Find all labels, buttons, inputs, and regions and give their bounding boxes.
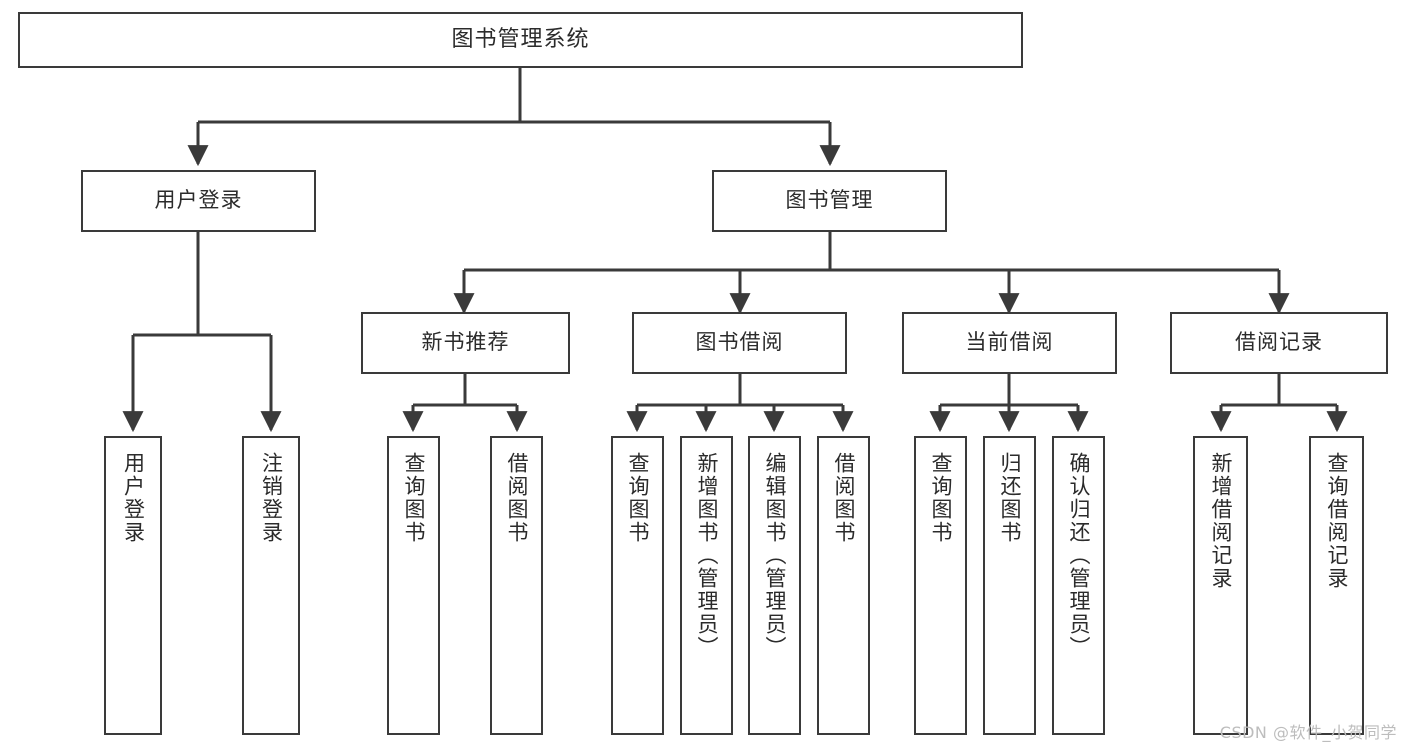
node-leaf-edit-book-admin[interactable]: 编辑图书（管理员） [748,436,801,735]
node-leaf-confirm-return-admin[interactable]: 确认归还（管理员） [1052,436,1105,735]
node-leaf-query-book-2-label: 查询图书 [626,452,650,544]
node-leaf-query-borrow-record-label: 查询借阅记录 [1325,452,1349,590]
node-new-book-recommend[interactable]: 新书推荐 [361,312,570,374]
node-leaf-borrow-book-1-label: 借阅图书 [505,452,529,544]
node-leaf-borrow-book-2[interactable]: 借阅图书 [817,436,870,735]
node-leaf-add-borrow-record[interactable]: 新增借阅记录 [1193,436,1248,735]
node-new-book-recommend-label: 新书推荐 [421,330,510,355]
node-leaf-query-borrow-record[interactable]: 查询借阅记录 [1309,436,1364,735]
node-book-borrow-label: 图书借阅 [695,330,784,355]
node-current-borrow-label: 当前借阅 [965,330,1054,355]
node-leaf-borrow-book-1[interactable]: 借阅图书 [490,436,543,735]
node-leaf-add-borrow-record-label: 新增借阅记录 [1209,452,1233,590]
node-leaf-logout-login[interactable]: 注销登录 [242,436,300,735]
node-user-login[interactable]: 用户登录 [81,170,316,232]
node-leaf-return-book[interactable]: 归还图书 [983,436,1036,735]
node-leaf-confirm-return-admin-label: 确认归还（管理员） [1067,452,1091,659]
node-book-manage-label: 图书管理 [785,188,874,213]
node-leaf-user-login-label: 用户登录 [121,452,146,544]
node-borrow-record-label: 借阅记录 [1235,330,1323,355]
node-leaf-return-book-label: 归还图书 [998,452,1022,544]
node-leaf-query-book-2[interactable]: 查询图书 [611,436,664,735]
node-root-label: 图书管理系统 [451,26,590,52]
node-user-login-label: 用户登录 [154,188,243,213]
node-leaf-query-book-3-label: 查询图书 [929,452,953,544]
node-leaf-query-book-3[interactable]: 查询图书 [914,436,967,735]
node-root[interactable]: 图书管理系统 [18,12,1023,68]
node-leaf-query-book-1[interactable]: 查询图书 [387,436,440,735]
node-book-manage[interactable]: 图书管理 [712,170,947,232]
node-leaf-borrow-book-2-label: 借阅图书 [832,452,856,544]
node-leaf-edit-book-admin-label: 编辑图书（管理员） [763,452,787,659]
node-leaf-add-book-admin-label: 新增图书（管理员） [695,452,719,659]
node-leaf-user-login[interactable]: 用户登录 [104,436,162,735]
node-leaf-query-book-1-label: 查询图书 [402,452,426,544]
node-leaf-logout-login-label: 注销登录 [259,452,284,544]
node-current-borrow[interactable]: 当前借阅 [902,312,1117,374]
node-book-borrow[interactable]: 图书借阅 [632,312,847,374]
node-leaf-add-book-admin[interactable]: 新增图书（管理员） [680,436,733,735]
csdn-watermark: CSDN @软件_小贺同学 [1219,723,1397,742]
node-borrow-record[interactable]: 借阅记录 [1170,312,1388,374]
